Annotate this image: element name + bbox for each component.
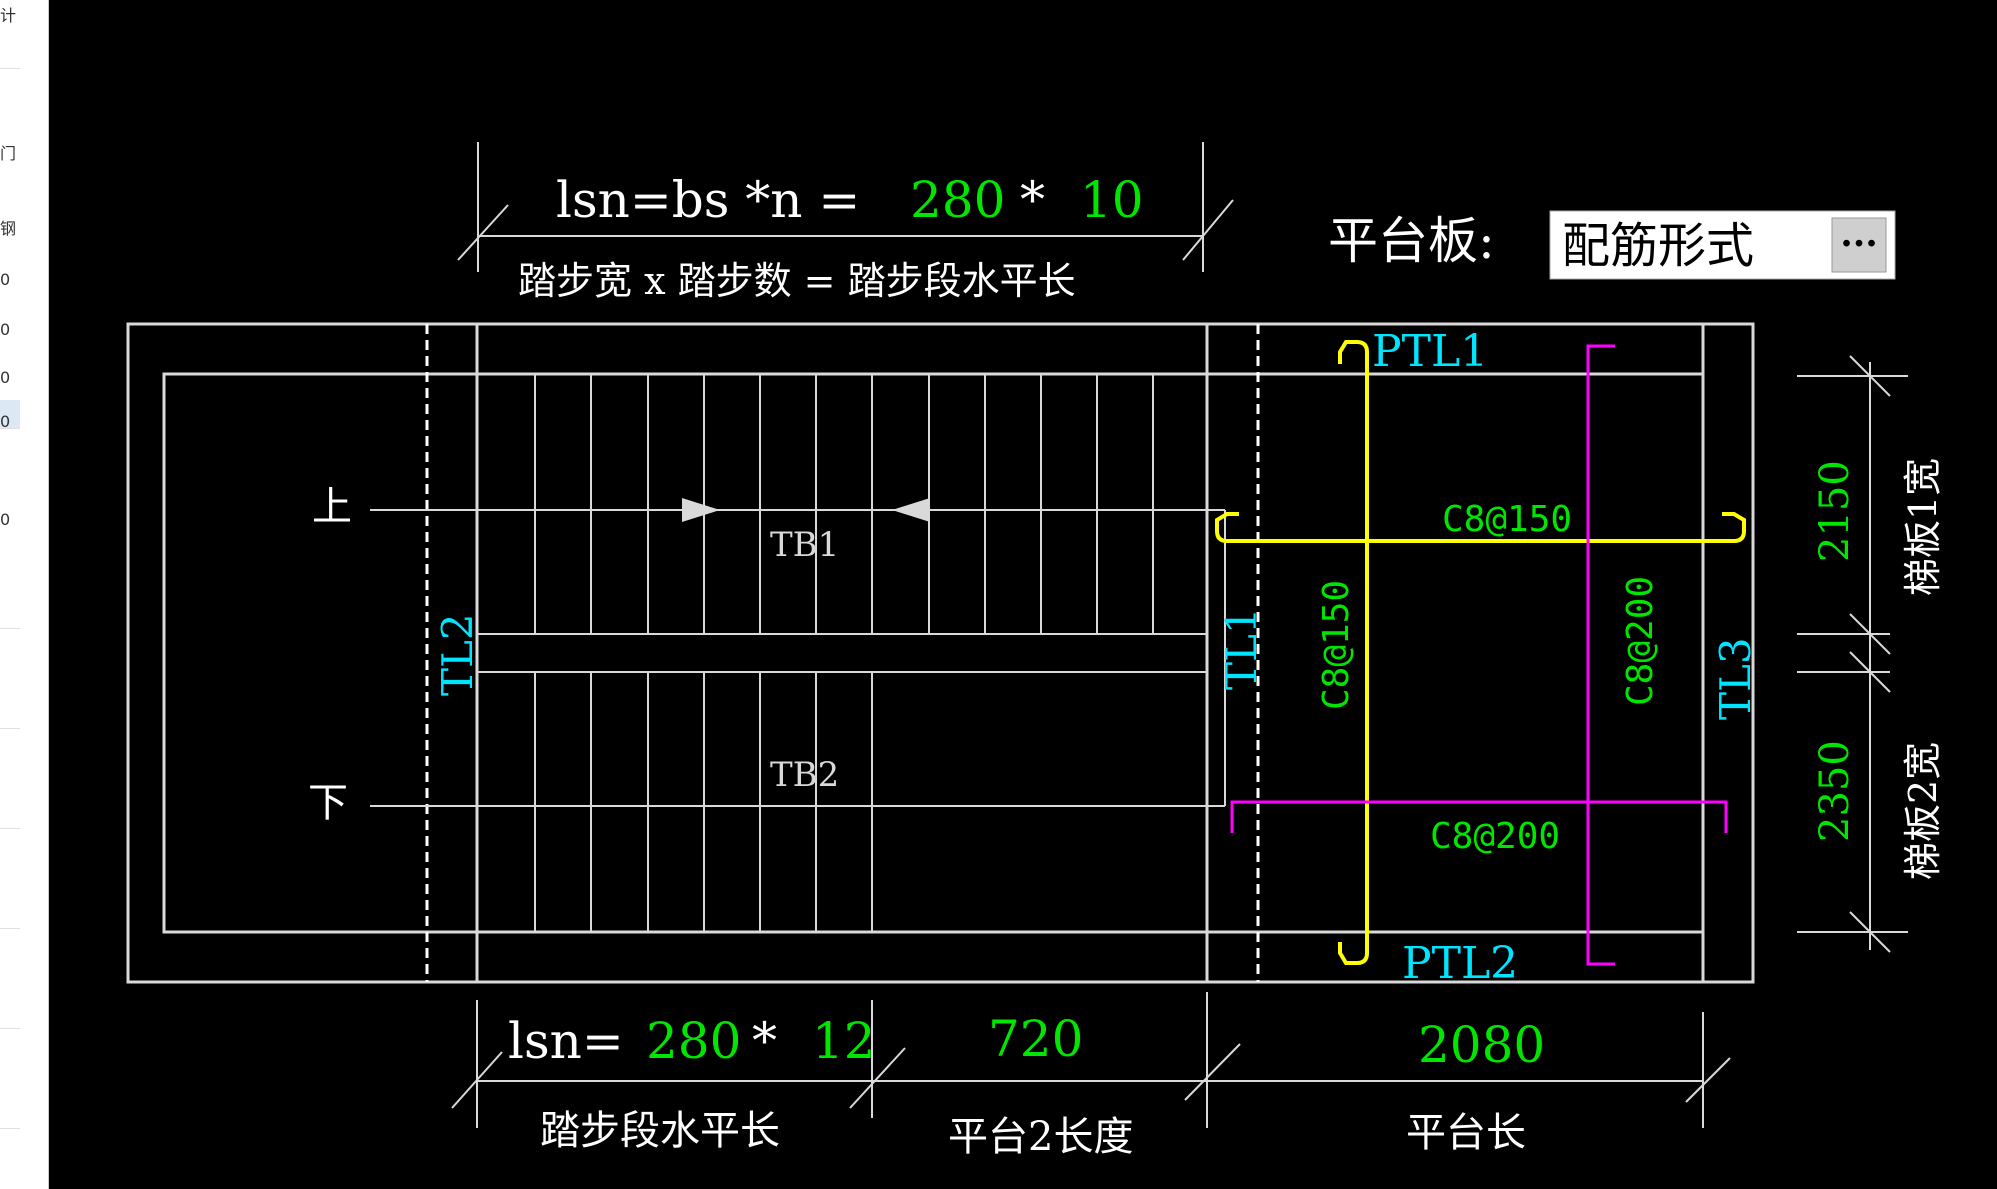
formula-top-n: 10 <box>1080 171 1144 229</box>
rebar-magenta <box>1230 344 1728 966</box>
rebar-yellow-vertical-label: C8@150 <box>1316 580 1357 710</box>
more-options-button[interactable] <box>1831 217 1887 273</box>
tl3-label: TL3 <box>1711 637 1760 720</box>
reinforcement-form-value: 配筋形式 <box>1562 218 1754 274</box>
tb2-label: TB2 <box>770 755 839 795</box>
panel-fragment: 0 <box>0 510 11 529</box>
platform-board-label: 平台板: <box>1328 212 1495 270</box>
panel-row[interactable] <box>0 1100 20 1129</box>
rebar-yellow <box>1215 340 1746 965</box>
width2-value: 2350 <box>1812 740 1858 842</box>
panel-row[interactable] <box>0 800 20 829</box>
panel-fragment: 0 <box>0 412 11 431</box>
down-direction-line <box>370 510 1226 807</box>
width1-value: 2150 <box>1812 460 1858 562</box>
arrow-left-icon <box>892 498 930 522</box>
arrow-right-icon <box>682 498 720 522</box>
panel-fragment: 门 <box>0 144 17 163</box>
stairwell-outline <box>126 322 1755 984</box>
tl2-label: TL2 <box>433 613 482 696</box>
formula-top-caption: 踏步宽 x 踏步数 = 踏步段水平长 <box>518 259 1076 303</box>
beam-dashed-lines <box>425 324 1260 982</box>
formula-top-bs: 280 <box>910 171 1005 229</box>
panel-fragment: 0 <box>0 368 11 387</box>
panel-row[interactable] <box>0 1000 20 1029</box>
platform2-length-caption: 平台2长度 <box>948 1114 1133 1160</box>
up-label: 上 <box>312 484 352 530</box>
tl1-label: TL1 <box>1217 607 1266 690</box>
bottom-lsn-op: * <box>752 1012 777 1070</box>
more-options-icon: ··· <box>1840 223 1878 265</box>
rebar-magenta-horizontal-label: C8@200 <box>1430 816 1560 857</box>
formula-top-prefix: lsn=bs *n = <box>556 171 860 229</box>
flight-2-steps <box>477 671 1207 932</box>
left-panel: 计 门 钢 0 0 0 0 0 <box>0 0 49 1189</box>
panel-row[interactable] <box>0 40 20 69</box>
panel-row[interactable] <box>0 700 20 729</box>
rebar-yellow-horizontal-label: C8@150 <box>1442 499 1572 540</box>
panel-fragment: 0 <box>0 320 11 339</box>
panel-row[interactable] <box>0 600 20 629</box>
platform2-length-value: 720 <box>988 1010 1083 1068</box>
bottom-lsn-n: 12 <box>812 1012 876 1070</box>
panel-fragment: 钢 <box>0 219 17 238</box>
bottom-lsn-caption: 踏步段水平长 <box>540 1108 780 1154</box>
panel-row-selected[interactable] <box>0 400 20 429</box>
bottom-lsn-bs: 280 <box>646 1012 741 1070</box>
width1-label: 梯板1宽 <box>1901 458 1945 596</box>
formula-top-op: * <box>1020 171 1045 229</box>
rebar-magenta-vertical-label: C8@200 <box>1620 576 1661 706</box>
panel-row[interactable] <box>0 900 20 929</box>
stair-plan-drawing: lsn=bs *n = 280 * 10 踏步宽 x 踏步数 = 踏步段水平长 … <box>126 142 1945 1160</box>
panel-fragment: 计 <box>0 6 17 25</box>
bottom-lsn-prefix: lsn= <box>508 1012 624 1070</box>
tb1-label: TB1 <box>770 525 839 565</box>
platform-length-caption: 平台长 <box>1406 1110 1526 1156</box>
right-dimension <box>1797 355 1908 953</box>
down-label: 下 <box>308 780 348 826</box>
ptl1-label: PTL1 <box>1372 326 1488 377</box>
top-dimension <box>457 142 1234 272</box>
panel-fragment: 0 <box>0 270 11 289</box>
ptl2-label: PTL2 <box>1402 938 1518 989</box>
bottom-dimension <box>451 992 1731 1128</box>
flight-1-steps <box>477 374 1207 635</box>
width2-label: 梯板2宽 <box>1901 742 1945 880</box>
platform-length-value: 2080 <box>1418 1016 1545 1074</box>
